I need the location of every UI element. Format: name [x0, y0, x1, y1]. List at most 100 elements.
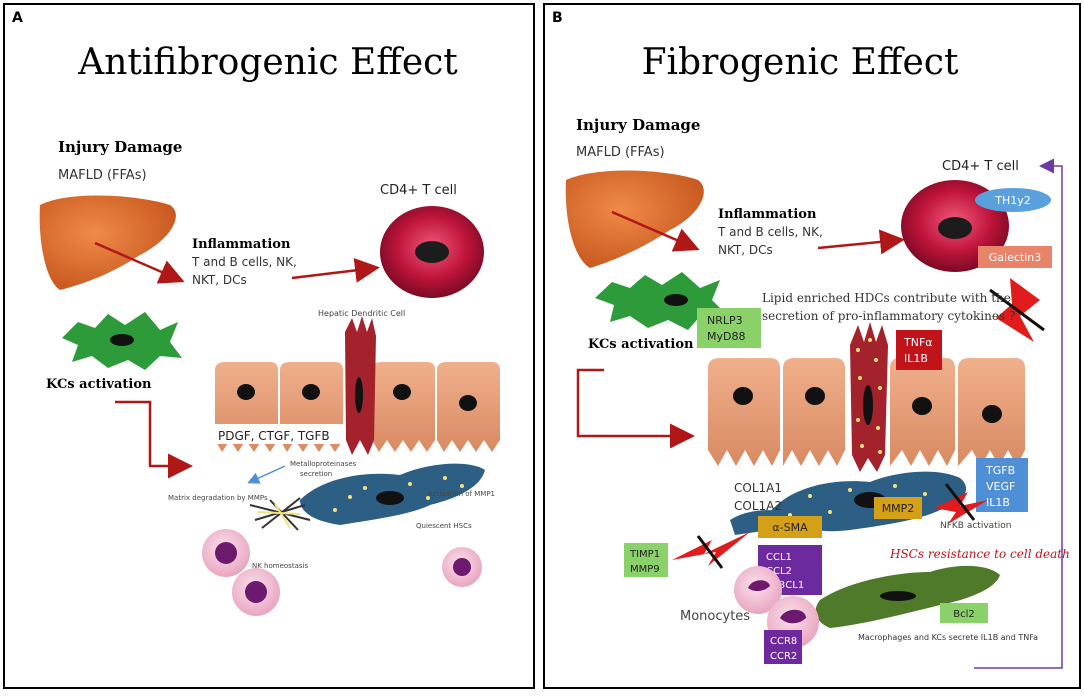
- inhibition-bar-icon: [944, 483, 976, 521]
- lightning-bolt-icon: [934, 492, 988, 524]
- panel-a-hdc-label: Hepatic Dendritic Cell: [318, 309, 405, 318]
- nk-nucleus-icon: [453, 558, 471, 576]
- panel-b-tnf-1: TNFα: [903, 336, 933, 349]
- arrow-kcs-hepatocytes: [115, 400, 193, 479]
- inhibition-bar-icon: [989, 288, 1045, 332]
- panel-a-inflammation-title: Inflammation: [192, 237, 291, 252]
- panel-a-letter: A: [12, 10, 23, 26]
- panel-b-th-label: TH1y2: [994, 194, 1031, 207]
- matrix-fibers-yellow: [257, 503, 301, 529]
- hepatocyte-nucleus: [733, 387, 753, 405]
- panel-a-injury-sub: MAFLD (FFAs): [58, 168, 147, 183]
- arrow-liver-inflammation: [94, 241, 185, 284]
- panel-a-activation-mmp: Activation of MMP1: [428, 490, 495, 498]
- panel-b-timp-2: MMP9: [630, 564, 660, 575]
- panel-b-col-2: COL1A2: [734, 499, 782, 513]
- arrow-mmp-secretion: [247, 465, 286, 484]
- panel-b: B Fibrogenic Effect Injury Damage MAFLD …: [543, 3, 1081, 689]
- panel-b-col-1: COL1A1: [734, 481, 782, 495]
- tgfb-box: [976, 458, 1028, 512]
- panel-b-nrlp-2: MyD88: [707, 330, 745, 343]
- hdc-nucleus-icon: [863, 385, 873, 425]
- panel-b-injury-sub: MAFLD (FFAs): [576, 145, 665, 160]
- hepatocyte-3: [372, 362, 435, 452]
- kc-nucleus-icon: [110, 334, 134, 346]
- tcell-nucleus-icon: [938, 217, 972, 239]
- hepatocyte-2: [783, 358, 845, 466]
- arrow-kcs-hepatocytes: [576, 368, 695, 449]
- hepatocyte-row: [708, 358, 1025, 466]
- hepatocyte-nucleus: [982, 405, 1002, 423]
- panel-b-ccl-3: Cx3CL1: [766, 580, 804, 591]
- panel-b-ccr-1: CCR8: [770, 636, 797, 647]
- feedback-arrow: [974, 158, 1063, 669]
- monocyte-nucleus-icon: [748, 580, 770, 592]
- panel-b-ccl-1: CCL1: [766, 552, 792, 563]
- panel-b-ccl-2: CCL2: [766, 566, 792, 577]
- panel-b-letter: B: [552, 10, 563, 26]
- panel-b-title: Fibrogenic Effect: [642, 42, 959, 83]
- hepatocyte-nucleus: [237, 384, 255, 400]
- panel-a-inflammation-line1: T and B cells, NK,: [191, 255, 297, 269]
- mmp2-box: [874, 497, 922, 519]
- panel-a: A Antifibrogenic Effect Injury Damage MA…: [3, 3, 535, 689]
- kc-nucleus-icon: [664, 294, 688, 306]
- nk-nucleus-icon: [245, 581, 267, 603]
- panel-a-injury-title: Injury Damage: [58, 138, 182, 156]
- panel-a-growth-factors: PDGF, CTGF, TGFB: [218, 429, 330, 443]
- panel-b-galectin: Galectin3: [989, 251, 1041, 264]
- panel-b-timp-1: TIMP1: [629, 549, 660, 560]
- panel-b-inflammation-line1: T and B cells, NK,: [717, 225, 823, 239]
- bcl2-box: [940, 603, 988, 623]
- panel-a-quiescent: Quiescent HSCs: [416, 522, 472, 530]
- panel-b-inflammation-line2: NKT, DCs: [718, 243, 773, 257]
- panel-b-cd4-label: CD4+ T cell: [942, 159, 1019, 174]
- panel-a-mmp-secretion-2: secretion: [300, 470, 332, 478]
- hdc-nucleus-icon: [355, 377, 363, 413]
- hepatocyte-1: [708, 358, 780, 466]
- panel-a-kcs-label: KCs activation: [46, 377, 152, 392]
- tcell-nucleus-icon: [415, 241, 449, 263]
- panel-b-ccr-2: CCR2: [770, 651, 797, 662]
- hepatocyte-nucleus: [302, 384, 320, 400]
- panel-b-hsc-resistance: HSCs resistance to cell death: [889, 547, 1070, 561]
- inhibition-bar-icon: [696, 535, 724, 569]
- hepatocyte-nucleus: [459, 395, 477, 411]
- panel-a-inflammation-line2: NKT, DCs: [192, 273, 247, 287]
- panel-b-tgfb-3: IL1B: [986, 496, 1010, 509]
- panel-b-hdc-note-1: Lipid enriched HDCs contribute with the: [762, 291, 1011, 305]
- hepatocyte-nucleus: [912, 397, 932, 415]
- panel-b-tgfb-2: VEGF: [986, 480, 1015, 493]
- monocyte-nucleus-icon: [780, 609, 806, 624]
- panel-a-matrix-degradation: Matrix degradation by MMPs: [168, 494, 268, 502]
- hsc-nucleus-icon: [376, 491, 404, 505]
- timp-box: [624, 543, 668, 577]
- asma-box: [758, 516, 822, 538]
- arrow-inflammation-tcell: [291, 257, 380, 283]
- tnf-box: [896, 330, 942, 370]
- panel-b-tnf-2: IL1B: [904, 352, 928, 365]
- hdc-lipid-droplets: [856, 338, 882, 454]
- panel-b-nrlp-1: NRLP3: [707, 314, 743, 327]
- nrlp-box: [697, 308, 761, 348]
- lipid-droplets: [333, 476, 464, 512]
- kupffer-cell-icon: [595, 272, 728, 330]
- liver-icon: [39, 195, 176, 290]
- galectin-box: [978, 246, 1052, 268]
- th-oval: [975, 188, 1051, 212]
- panel-b-asma: α-SMA: [772, 521, 808, 534]
- panel-a-mmp-secretion-1: Metalloproteinases: [290, 460, 357, 468]
- nk-nucleus-icon: [215, 542, 237, 564]
- liver-icon: [565, 170, 704, 268]
- macrophage-nucleus-icon: [880, 591, 916, 601]
- panel-b-hdc-note-2: secretion of pro-inflammatory cytokines …: [762, 309, 1015, 323]
- hepatocyte-nucleus: [393, 384, 411, 400]
- growth-factors-box: [213, 424, 345, 444]
- panel-b-tgfb-1: TGFB: [985, 464, 1015, 477]
- panel-b-injury-title: Injury Damage: [576, 116, 700, 134]
- ccr-box: [764, 630, 802, 664]
- panel-b-nfkb: NFKB activation: [940, 521, 1011, 531]
- arrow-inflammation-tcell: [817, 229, 905, 255]
- panel-a-nk-homeostasis: NK homeostasis: [252, 562, 308, 570]
